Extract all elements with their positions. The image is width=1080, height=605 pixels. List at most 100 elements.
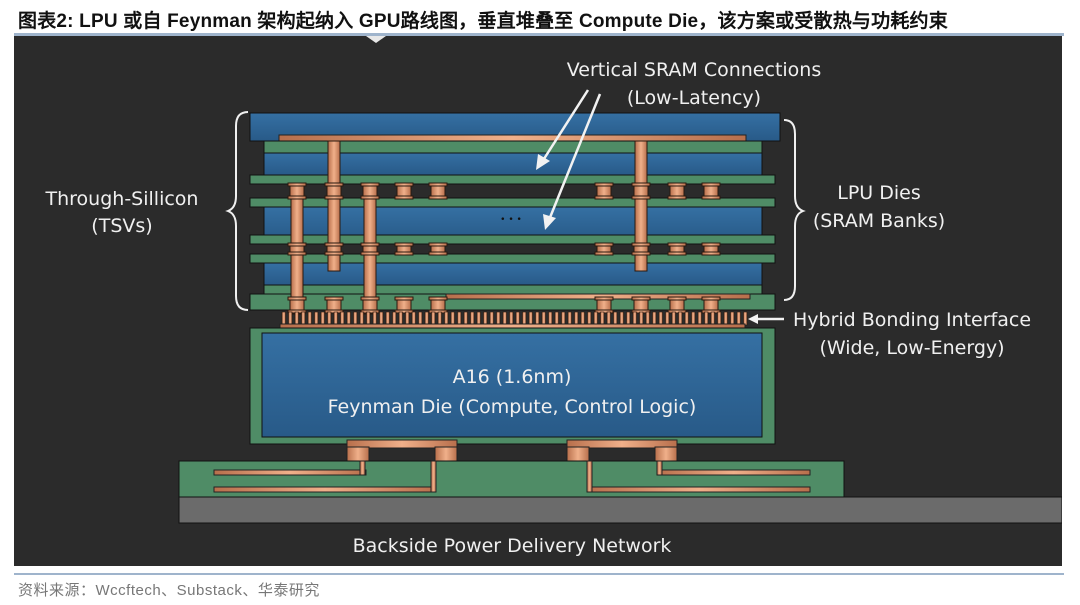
spool-cap — [428, 242, 448, 247]
bonding-bump — [392, 311, 397, 326]
spool-cap — [701, 182, 721, 187]
bonding-bump — [684, 311, 689, 326]
bonding-bump — [626, 311, 631, 326]
spool-cap — [701, 251, 721, 256]
bonding-bump — [639, 311, 644, 326]
bonding-bump — [658, 311, 663, 326]
diagram-canvas: A16 (1.6nm) Feynman Die (Compute, Contro… — [45, 36, 1063, 557]
tsv-pillar — [327, 140, 341, 272]
spool-cap — [631, 296, 651, 301]
spool-cap — [394, 242, 414, 247]
vertical-sram-label-line2: (Low-Latency) — [627, 87, 761, 109]
spool-cap — [701, 296, 721, 301]
bonding-bump — [457, 311, 462, 326]
bonding-bump — [522, 311, 527, 326]
bonding-bump — [320, 311, 325, 326]
spool-cap — [667, 242, 687, 247]
spool-cap — [631, 242, 651, 247]
lpu-label-line2: (SRAM Banks) — [813, 210, 945, 232]
hybrid-label-line2: (Wide, Low-Energy) — [819, 337, 1004, 359]
ellipsis-dots: • • • — [500, 215, 522, 225]
spool-cap — [394, 182, 414, 187]
spool-cap — [667, 309, 687, 314]
source-note: 资料来源：Wccftech、Substack、华泰研究 — [18, 582, 320, 599]
spool-cap — [701, 195, 721, 200]
bonding-bump — [431, 311, 436, 326]
green-layer — [249, 234, 776, 245]
spool-cap — [394, 296, 414, 301]
green-layer — [249, 174, 776, 185]
spool-cap — [594, 195, 614, 200]
bonding-bump — [593, 311, 598, 326]
vertical-sram-label-line1: Vertical SRAM Connections — [567, 59, 822, 81]
spool-cap — [360, 182, 380, 187]
green-layer — [263, 284, 763, 295]
bonding-bump — [515, 311, 520, 326]
hybrid-label-line1: Hybrid Bonding Interface — [793, 309, 1031, 331]
bonding-bump — [606, 311, 611, 326]
bonding-bump — [424, 311, 429, 326]
bonding-bump — [444, 311, 449, 326]
bonding-bump — [710, 311, 715, 326]
spool-cap — [394, 251, 414, 256]
spool-cap — [324, 251, 344, 256]
tsv-label-line2: (TSVs) — [91, 215, 152, 237]
spool-cap — [667, 182, 687, 187]
bonding-bump — [528, 311, 533, 326]
bonding-bump — [418, 311, 423, 326]
bonding-bump — [587, 311, 592, 326]
bonding-bump — [717, 311, 722, 326]
bonding-bump — [600, 311, 605, 326]
spool-cap — [667, 296, 687, 301]
tsv-label-line1: Through-Sillicon — [45, 188, 199, 210]
compute-label-line1: A16 (1.6nm) — [453, 366, 572, 388]
bonding-bump — [398, 311, 403, 326]
bonding-bump — [665, 311, 670, 326]
bonding-bump — [483, 311, 488, 326]
spool-cap — [287, 296, 307, 301]
bonding-bump — [613, 311, 618, 326]
spool-cap — [287, 251, 307, 256]
bonding-bump — [353, 311, 358, 326]
spool-cap — [324, 296, 344, 301]
bonding-bump — [509, 311, 514, 326]
bonding-bump — [366, 311, 371, 326]
bonding-bump — [574, 311, 579, 326]
bonding-bump — [437, 311, 442, 326]
spool-cap — [394, 309, 414, 314]
backside-power-layer — [178, 496, 1063, 524]
bonding-bump — [580, 311, 585, 326]
spool-cap — [594, 182, 614, 187]
bonding-bump — [704, 311, 709, 326]
spool-cap — [594, 242, 614, 247]
compute-label-line2: Feynman Die (Compute, Control Logic) — [328, 396, 697, 418]
bonding-bump — [470, 311, 475, 326]
bpdn-label: Backside Power Delivery Network — [353, 535, 672, 557]
bonding-bump — [294, 311, 299, 326]
bonding-bump — [567, 311, 572, 326]
bonding-bump — [385, 311, 390, 326]
power-bumps — [346, 439, 678, 462]
spool-cap — [324, 182, 344, 187]
bonding-bump — [340, 311, 345, 326]
spool-cap — [360, 195, 380, 200]
right-bracket — [783, 119, 806, 301]
spool-cap — [287, 182, 307, 187]
bonding-bump — [411, 311, 416, 326]
bonding-bump — [346, 311, 351, 326]
spool-cap — [360, 242, 380, 247]
spool-cap — [360, 296, 380, 301]
tsv-pillar — [634, 140, 648, 272]
figure-title: 图表2: LPU 或自 Feynman 架构起纳入 GPU路线图，垂直堆叠至 C… — [18, 11, 948, 32]
spool-cap — [428, 251, 448, 256]
chip-stack-diagram: A16 (1.6nm) Feynman Die (Compute, Contro… — [14, 36, 1063, 566]
spool-cap — [360, 251, 380, 256]
spool-cap — [324, 195, 344, 200]
substrate-traces — [213, 460, 811, 493]
bonding-bump — [645, 311, 650, 326]
left-bracket — [225, 111, 249, 311]
spool-cap — [324, 242, 344, 247]
spool-cap — [594, 296, 614, 301]
bonding-bump — [301, 311, 306, 326]
top-notch — [366, 36, 386, 43]
